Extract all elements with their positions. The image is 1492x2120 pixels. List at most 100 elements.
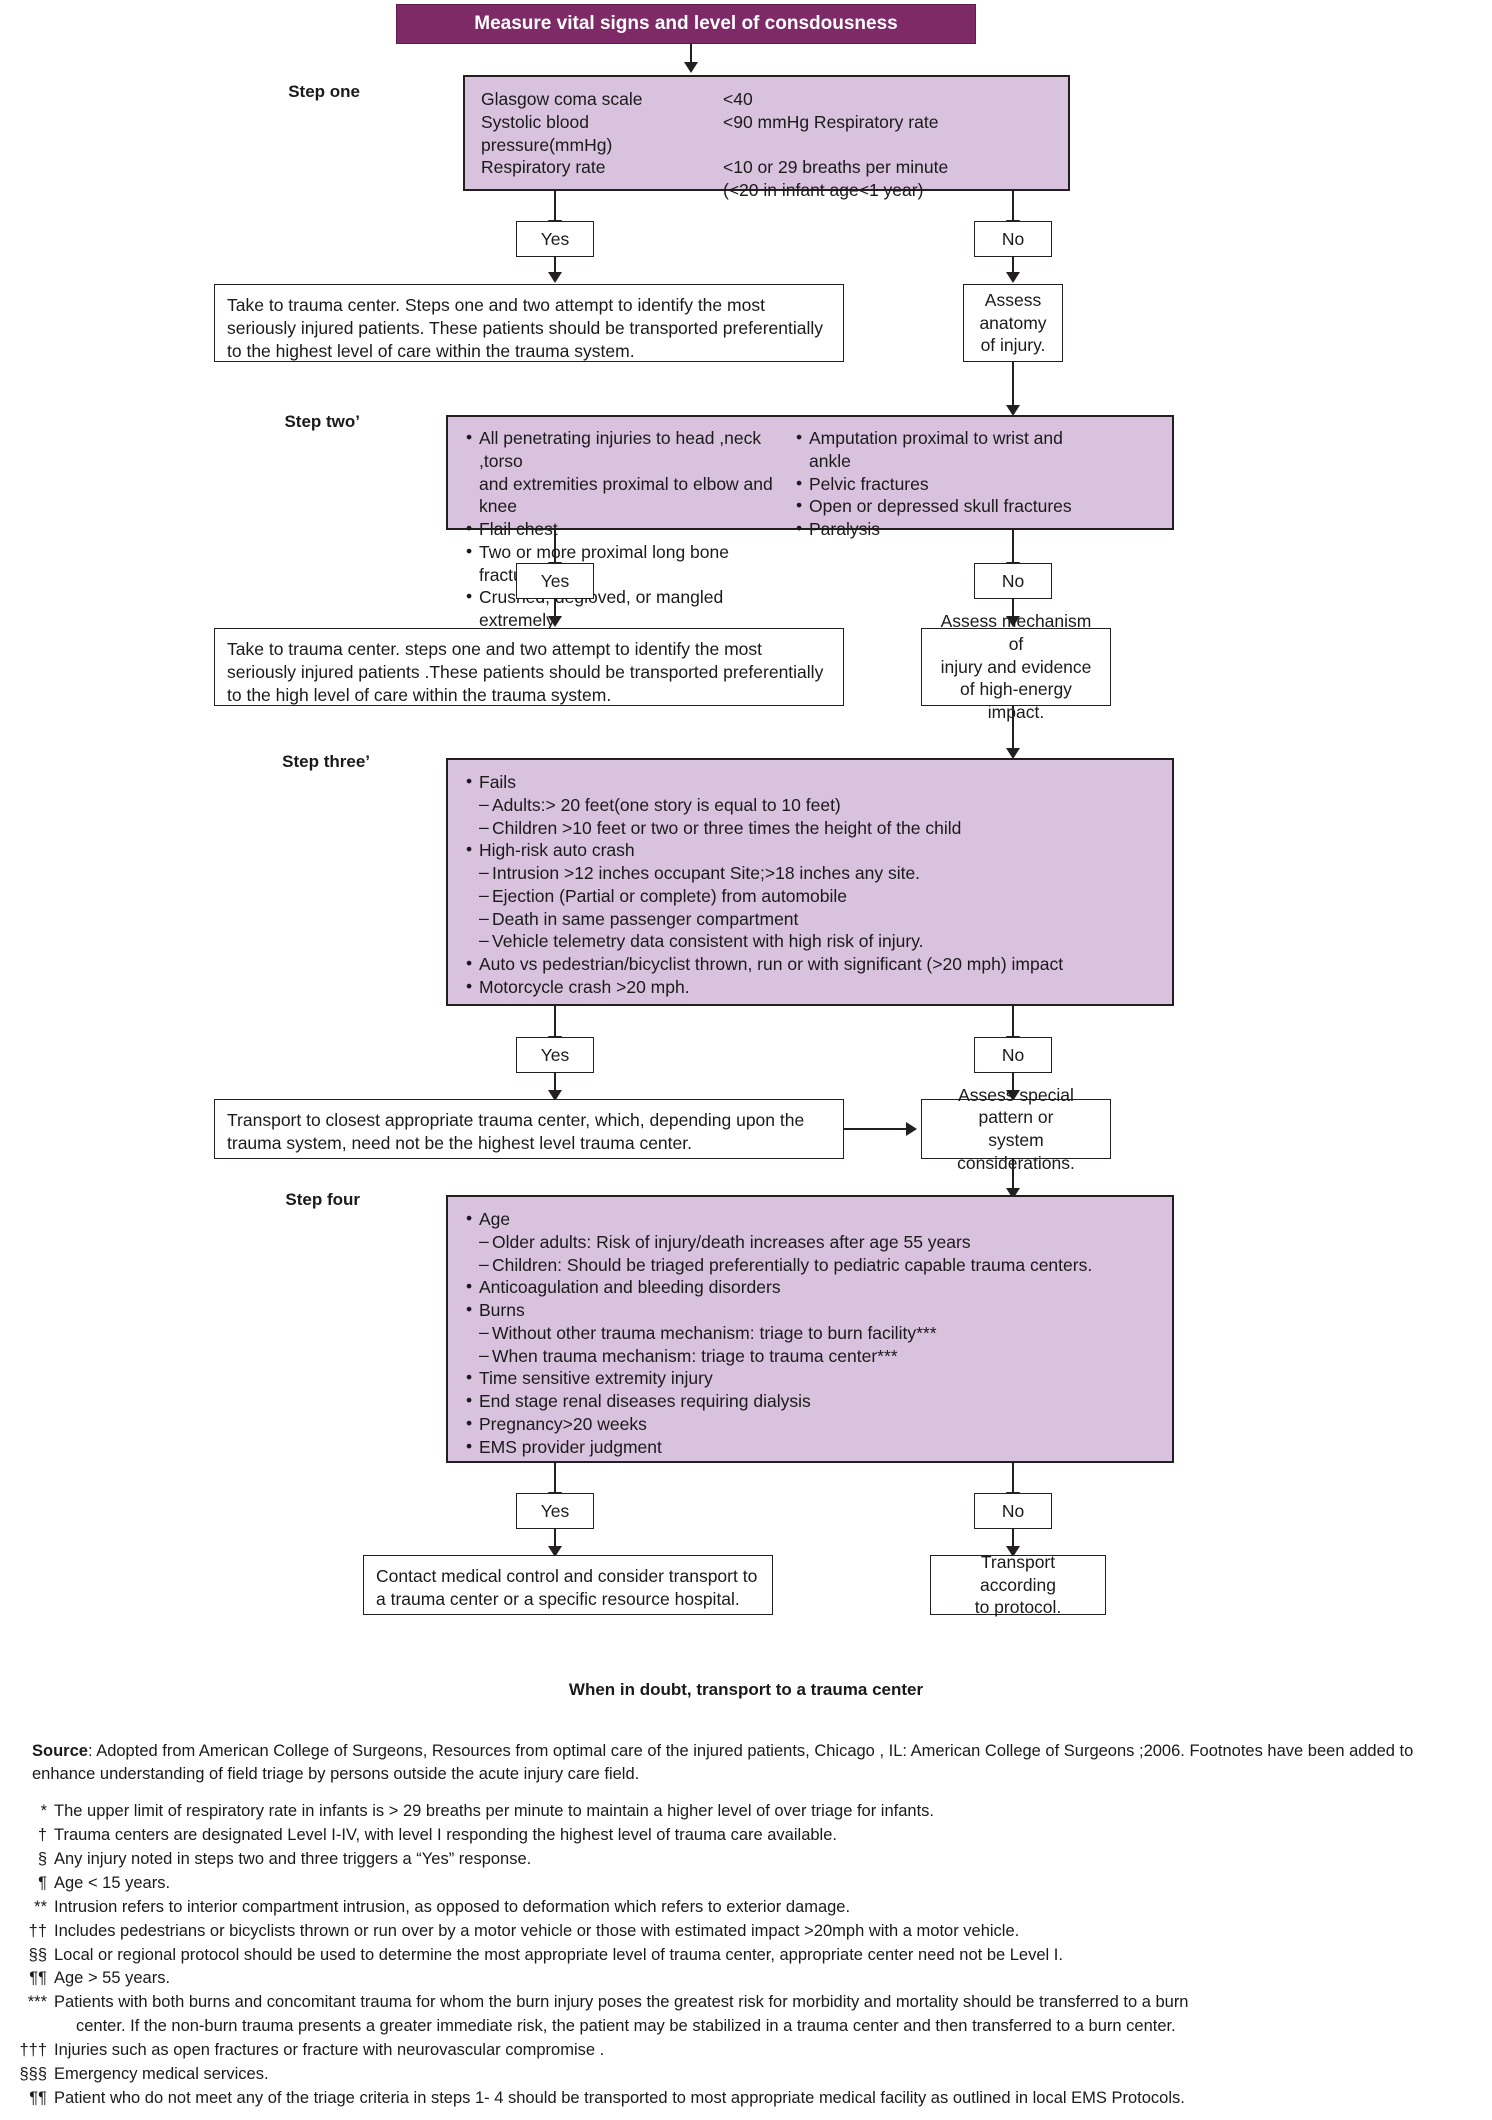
footnote-marker: ¶ [38, 1873, 47, 1892]
step-four-yes-lines: Contact medical control and consider tra… [376, 1565, 760, 1611]
footnote-text: The upper limit of respiratory rate in i… [54, 1802, 934, 1820]
step-two-yes-box[interactable]: Yes [516, 563, 594, 599]
footnote-marker: * [40, 1802, 47, 1820]
step-one-criterion: Glasgow coma scale [481, 89, 643, 109]
step-three-item: Auto vs pedestrian/bicyclist thrown, run… [464, 952, 1158, 976]
step-three-item: Motorcycle crash >20 mph. [464, 975, 1158, 999]
step-two-item: Two or more proximal long bone fractures [464, 540, 794, 587]
footnote-text: Patient who do not meet any of the triag… [54, 2089, 1185, 2108]
footnote-marker: *** [27, 1993, 47, 2012]
transport-protocol-line: Transport according [980, 1551, 1056, 1595]
arrowhead-header-to-step-one [684, 62, 698, 73]
step-two-item: Open or depressed skull fractures [794, 494, 1094, 518]
step-two-label-text: Step two’ [284, 412, 360, 431]
step-two-item: Pelvic fractures [794, 472, 1094, 496]
connector-step-one-bottom-right [1012, 191, 1014, 225]
arrowhead-three-action-to-assess [906, 1122, 917, 1136]
step-four-label: Step four [200, 1190, 360, 1210]
step-one-value: (<20 in infant age<1 year) [723, 180, 924, 200]
connector-no-four-to-action [1012, 1529, 1014, 1553]
step-three-no-box[interactable]: No [974, 1037, 1052, 1073]
connector-step-two-bottom-left [554, 530, 556, 566]
step-four-no-box[interactable]: No [974, 1493, 1052, 1529]
footnote-marker: †† [28, 1921, 47, 1940]
step-one-row: Systolic blood pressure(mmHg)<90 mmHg Re… [481, 111, 1054, 157]
step-one-label-text: Step one [288, 82, 360, 101]
step-four-yes-box[interactable]: Yes [516, 1493, 594, 1529]
step-one-yes-box[interactable]: Yes [516, 221, 594, 257]
step-three-yes-action-box: Transport to closest appropriate trauma … [214, 1099, 844, 1159]
footnote-marker: † [37, 1825, 47, 1844]
footnote-text: Age < 15 years. [54, 1873, 171, 1892]
step-four-no-label: No [1001, 1500, 1025, 1521]
step-three-item: Fails [464, 770, 1158, 794]
step-four-item: Pregnancy>20 weeks [464, 1412, 1158, 1436]
assess-mechanism-line: of high-energy impact. [960, 679, 1072, 723]
contact-medical-control-line: a trauma center or a specific resource h… [376, 1588, 740, 1609]
step-one-value: <40 [723, 89, 753, 109]
footnote-marker: ††† [19, 2041, 47, 2060]
arrowhead-yes-three-to-action [548, 1090, 562, 1101]
contact-medical-control-line: Contact medical control and consider tra… [376, 1566, 758, 1586]
connector-no-three-to-assess [1012, 1073, 1014, 1097]
step-two-yes-label: Yes [540, 570, 570, 591]
step-two-no-label: No [1001, 570, 1025, 591]
connector-step-two-bottom-right [1012, 530, 1014, 566]
step-two-left-column: All penetrating injuries to head ,neck ,… [464, 426, 794, 632]
step-three-item: Children >10 feet or two or three times … [464, 816, 1158, 840]
footnote-row: ¶¶Age > 55 years. [8, 1967, 1478, 1991]
step-four-item: Older adults: Risk of injury/death incre… [464, 1230, 1158, 1254]
footnote-row: *** Patients with both burns and concomit… [8, 1991, 1478, 2039]
step-two-item: Amputation proximal to wrist and ankle [794, 426, 1094, 473]
step-four-items: AgeOlder adults: Risk of injury/death in… [464, 1207, 1158, 1458]
arrowhead-yes-one-to-action [548, 272, 562, 283]
footnote-text: Patients with both burns and concomitant… [54, 1991, 1478, 2039]
connector-step-three-bottom-right [1012, 1006, 1014, 1040]
footnote-text: Any injury noted in steps two and three … [54, 1849, 532, 1868]
step-four-yes-label: Yes [540, 1500, 570, 1521]
step-two-item: Paralysis [794, 517, 1094, 541]
footnote-continuation: center. If the non-burn trauma presents … [76, 2017, 1176, 2036]
step-one-no-box[interactable]: No [974, 221, 1052, 257]
step-four-criteria-box: AgeOlder adults: Risk of injury/death in… [446, 1195, 1174, 1463]
footnote-row: §§Local or regional protocol should be u… [8, 1944, 1478, 1968]
step-one-row: (<20 in infant age<1 year) [481, 179, 1054, 202]
step-one-yes-action-text: Take to trauma center. Steps one and two… [227, 295, 823, 361]
step-three-item: Death in same passenger compartment [464, 907, 1158, 931]
step-two-label: Step two’ [200, 412, 360, 432]
footnote-row: * The upper limit of respiratory rate in … [8, 1800, 1478, 1824]
connector-yes-four-to-action [554, 1529, 556, 1553]
step-two-right-column: Amputation proximal to wrist and anklePe… [794, 426, 1094, 541]
arrowhead-to-step-three [1006, 748, 1020, 759]
footnote-row: ††Includes pedestrians or bicyclists thr… [8, 1920, 1478, 1944]
connector-yes-three-to-action [554, 1073, 556, 1097]
arrowhead-to-step-two [1006, 405, 1020, 416]
step-three-item: Ejection (Partial or complete) from auto… [464, 884, 1158, 908]
step-two-no-box[interactable]: No [974, 563, 1052, 599]
connector-assess-mechanism-to-step-three [1012, 706, 1014, 754]
connector-header-to-step-one [690, 44, 692, 67]
source-label: Source [32, 1742, 88, 1760]
step-four-item: End stage renal diseases requiring dialy… [464, 1389, 1158, 1413]
footnote-marker: §§§ [19, 2065, 47, 2084]
step-three-yes-box[interactable]: Yes [516, 1037, 594, 1073]
step-one-yes-label: Yes [540, 228, 570, 249]
footnote-row: §Any injury noted in steps two and three… [8, 1848, 1478, 1872]
step-two-criteria-box: All penetrating injuries to head ,neck ,… [446, 415, 1174, 630]
arrowhead-no-four-to-action [1006, 1546, 1020, 1557]
arrowhead-no-one-to-assess [1006, 272, 1020, 283]
closing-statement: When in doubt, transport to a trauma cen… [0, 1680, 1492, 1700]
connector-no-two-to-assess [1012, 599, 1014, 623]
footnote-text: Intrusion refers to interior compartment… [54, 1897, 851, 1916]
step-two-yes-action-text: Take to trauma center. steps one and two… [227, 639, 824, 705]
